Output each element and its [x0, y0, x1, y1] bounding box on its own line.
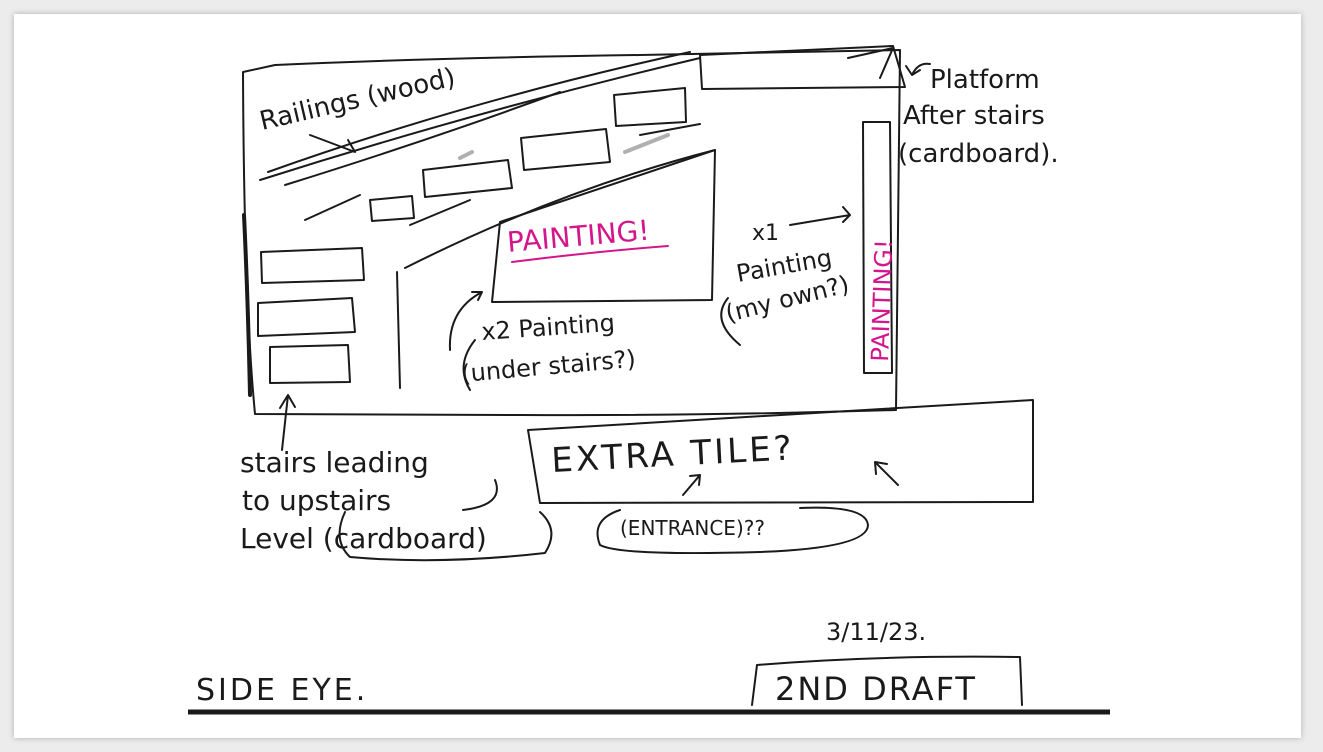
- stair-shading: [625, 135, 668, 152]
- extra-tile-label: EXTRA TILE?: [550, 428, 795, 481]
- stair-step: [370, 196, 414, 221]
- sketch-title: SIDE EYE.: [196, 673, 368, 708]
- stair-step: [258, 298, 355, 336]
- stairs-label: Level (cardboard): [240, 522, 487, 555]
- stairs-bracket: [463, 480, 497, 510]
- side-painting-label: PAINTING!: [866, 239, 898, 362]
- stair-slope-line: [305, 195, 360, 220]
- stair-step: [261, 248, 364, 283]
- x2-label: (under stairs?): [460, 345, 637, 388]
- date-label: 3/11/23.: [826, 618, 926, 646]
- x2-label: x2 Painting: [480, 309, 615, 346]
- stairs-label: stairs leading: [240, 446, 429, 479]
- x2-arrow: [450, 292, 482, 350]
- railings-label: Railings (wood): [257, 63, 458, 137]
- painting-label: PAINTING!: [506, 214, 651, 259]
- platform-arrow: [906, 64, 930, 75]
- stair-slope-line: [397, 272, 400, 388]
- stair-step: [614, 88, 686, 126]
- entrance-label: (ENTRANCE)??: [620, 516, 765, 540]
- x1-label: x1: [752, 221, 779, 246]
- platform-label: After stairs: [903, 101, 1045, 131]
- stair-slope-line: [410, 200, 470, 225]
- stair-step: [423, 160, 512, 197]
- room-left-wall-thick: [244, 215, 250, 395]
- platform-label: (cardboard).: [898, 139, 1059, 169]
- stair-slope-line: [640, 124, 700, 135]
- platform-diagonal: [848, 48, 893, 78]
- stairs-arrow: [280, 395, 295, 450]
- stair-step: [521, 129, 610, 170]
- stair-step: [270, 345, 350, 383]
- extra-tile-arrow: [683, 475, 700, 495]
- platform-label: Platform: [930, 65, 1040, 95]
- stairs-label: to upstairs: [242, 484, 391, 517]
- extra-tile-arrow: [875, 462, 898, 485]
- x1-arrow: [790, 207, 850, 225]
- draft-label: 2ND DRAFT: [775, 670, 977, 708]
- stair-shading: [460, 152, 472, 158]
